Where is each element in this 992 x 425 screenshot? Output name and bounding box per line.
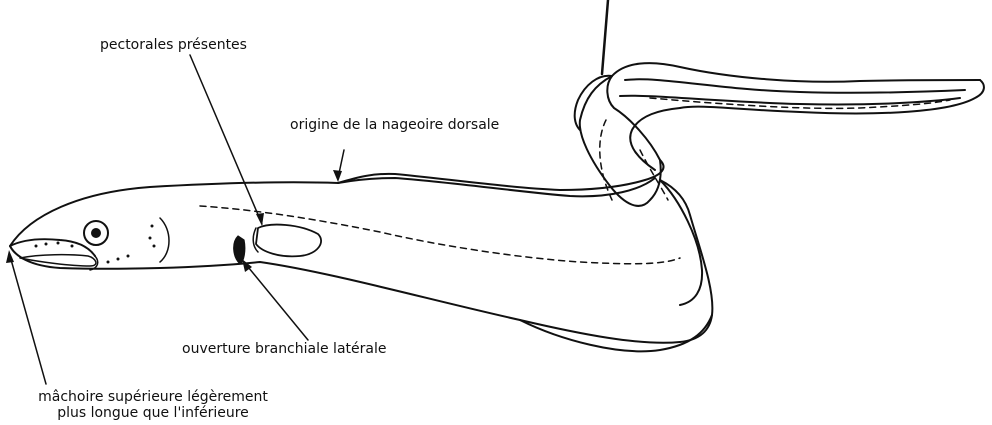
label-jaw: mâchoire supérieure légèrement plus long… <box>8 389 298 421</box>
eel-body-upper-outline <box>10 63 980 246</box>
lateral-line <box>200 206 680 264</box>
pointer-machoire <box>10 256 46 384</box>
cheek-contour <box>160 218 169 262</box>
pointer-pectorales <box>190 55 262 224</box>
eel-belly-fold <box>660 180 702 305</box>
eye-pupil <box>91 228 101 238</box>
pointer-dorsale-arrowhead <box>333 170 342 182</box>
eel-loop-back <box>630 108 680 170</box>
pointer-machoire-arrowhead <box>6 250 14 263</box>
gill-opening <box>234 236 245 264</box>
pointer-pectorales-arrowhead <box>256 213 264 226</box>
label-gill-opening: ouverture branchiale latérale <box>182 341 386 357</box>
eel-body-lower-outline <box>10 180 712 343</box>
top-line-segment <box>602 0 608 74</box>
eel-belly-band <box>520 315 712 351</box>
pectoral-fin <box>256 225 321 257</box>
label-dorsal-fin-origin: origine de la nageoire dorsale <box>290 117 499 133</box>
pointer-branchiale <box>244 262 308 340</box>
label-jaw-line2: plus longue que l'inférieure <box>8 405 298 421</box>
lower-jaw <box>20 255 96 266</box>
lateral-line-fold <box>640 150 668 200</box>
label-pectorales: pectorales présentes <box>100 37 247 53</box>
snout-upper-jaw <box>10 239 95 256</box>
annotation-pointers <box>6 0 608 384</box>
label-jaw-line1: mâchoire supérieure légèrement <box>8 389 298 405</box>
